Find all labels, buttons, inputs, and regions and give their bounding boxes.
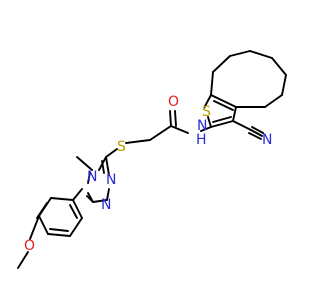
nitrile-group <box>232 120 264 140</box>
cyclooctane-ring <box>210 50 287 108</box>
thiophene-ring <box>203 94 237 128</box>
triazole-n2-atom: N <box>106 172 116 188</box>
methoxy-group <box>17 215 40 269</box>
methoxyphenyl-ring <box>36 188 83 237</box>
sulfur-atom-thiophene: S <box>202 104 211 120</box>
carbonyl-oxygen-atom: O <box>168 94 179 110</box>
amide-hydrogen-atom: H <box>196 132 207 148</box>
sulfur-atom-thioether: S <box>117 139 126 155</box>
molecule-diagram: S O N H N S N N N O <box>17 50 287 269</box>
nitrile-nitrogen-atom: N <box>262 132 272 148</box>
amide-linkage <box>125 110 212 144</box>
structure-drawing: S O N H N S N N N O <box>17 50 287 269</box>
triazole-ring <box>86 148 118 203</box>
n-methyl-bond <box>76 156 93 171</box>
methoxy-oxygen-atom: O <box>24 238 35 254</box>
atom-labels: S O N H N S N N N O <box>24 94 272 254</box>
triazole-n4-atom: N <box>87 169 97 185</box>
amide-nitrogen-atom: N <box>197 118 207 134</box>
triazole-n1-atom: N <box>101 197 111 213</box>
